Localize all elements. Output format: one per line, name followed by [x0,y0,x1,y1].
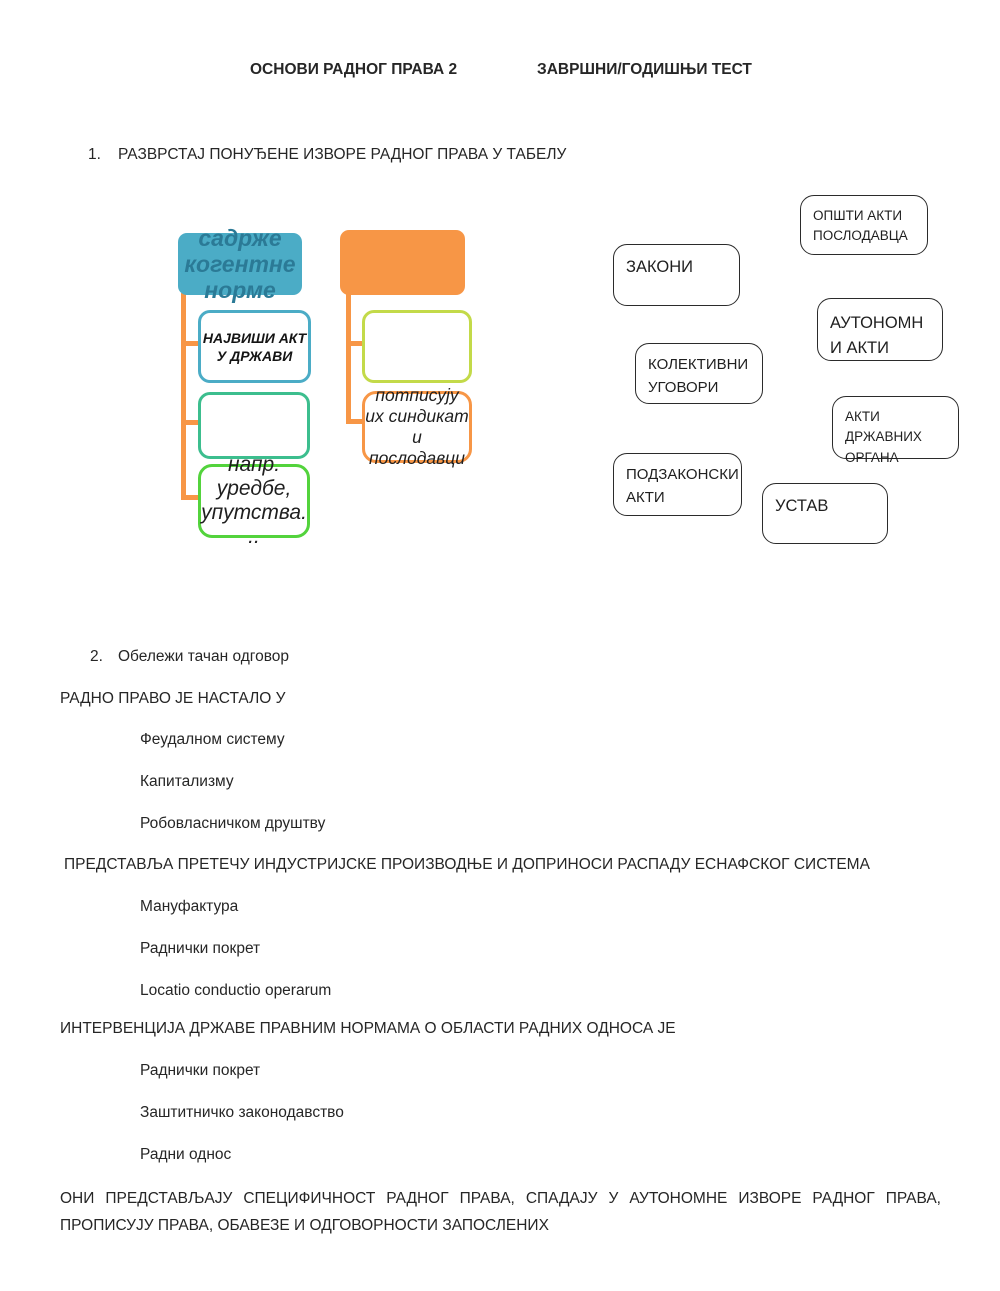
q2-item3-option-3[interactable]: Радни однос [140,1146,232,1163]
connector-right-stub-2 [346,419,364,424]
drag-label-podzakonski-akti[interactable]: ПОДЗАКОНСКИ АКТИ [613,453,742,516]
closing-statement-line2: ПРОПИСУЈУ ПРАВА, ОБАВЕЗЕ И ОДГОВОРНОСТИ … [60,1217,549,1234]
q2-item3-question: ИНТЕРВЕНЦИЈА ДРЖАВЕ ПРАВНИМ НОРМАМА О ОБ… [60,1020,676,1037]
signed-by-label: потписују их синдикат и послодавци [365,385,469,468]
q2-item3-option-2[interactable]: Заштитничко законодавство [140,1104,344,1121]
course-title: ОСНОВИ РАДНОГ ПРАВА 2 [250,61,458,78]
question2-prompt: Обележи тачан одговор [118,648,290,665]
diagram-highest-act-box[interactable]: НАЈВИШИ АКТ У ДРЖАВИ [198,310,311,383]
diagram-empty-drop-box-left[interactable] [198,392,310,459]
closing-statement-line1: ОНИ ПРЕДСТАВЉАЈУ СПЕЦИФИЧНОСТ РАДНОГ ПРА… [60,1190,941,1207]
drag-label-ustav[interactable]: УСТАВ [762,483,888,544]
q2-item2-option-1[interactable]: Мануфактура [140,898,239,915]
q2-item1-option-3[interactable]: Робовласничком друштву [140,815,326,832]
drag-label-opsti-akti-poslodavca[interactable]: ОПШТИ АКТИ ПОСЛОДАВЦА [800,195,928,255]
q2-item2-option-3[interactable]: Locatio conductio operarum [140,982,332,999]
question2-number: 2. [90,648,103,665]
diagram-signed-by-box[interactable]: потписују их синдикат и послодавци [362,385,472,468]
q2-item2-option-2[interactable]: Раднички покрет [140,940,261,957]
question1-prompt: РАЗВРСТАЈ ПОНУЂЕНЕ ИЗВОРЕ РАДНОГ ПРАВА У… [118,146,567,163]
q2-item3-option-1[interactable]: Раднички покрет [140,1062,261,1079]
q2-item1-question: РАДНО ПРАВО ЈЕ НАСТАЛО У [60,690,286,707]
diagram-root-cogent-norms-box[interactable]: садрже когентне норме [178,225,302,303]
drag-label-akti-drzavnih-organa[interactable]: АКТИ ДРЖАВНИХ ОРГАНА [832,396,959,465]
cogent-norms-label: садрже когентне норме [184,225,296,303]
diagram-empty-drop-box-right[interactable] [362,310,472,383]
connector-right-vertical [346,293,351,424]
highest-act-label: НАЈВИШИ АКТ У ДРЖАВИ [202,329,307,364]
drag-label-zakoni[interactable]: ЗАКОНИ [613,244,740,306]
connector-left-stub-3 [181,495,199,500]
drag-label-kolektivni-ugovori[interactable]: КОЛЕКТИВНИ УГОВОРИ [635,343,763,404]
diagram-root-orange-drop-box[interactable] [340,230,465,295]
q2-item2-question: ПРЕДСТАВЉА ПРЕТЕЧУ ИНДУСТРИЈСКЕ ПРОИЗВОД… [64,856,870,873]
q2-item1-option-1[interactable]: Феудалном систему [140,731,285,748]
connector-right-stub-1 [346,341,364,346]
example-label: напр. уредбе, упутства. .. [201,453,307,548]
connector-left-stub-1 [181,341,199,346]
diagram-example-box[interactable]: напр. уредбе, упутства. .. [198,453,310,548]
test-title: ЗАВРШНИ/ГОДИШЊИ ТЕСТ [537,61,752,78]
q2-item1-option-2[interactable]: Капитализму [140,773,234,790]
connector-left-vertical [181,293,186,500]
connector-left-stub-2 [181,420,199,425]
question1-number: 1. [88,146,101,163]
drag-label-autonomni-akti[interactable]: АУТОНОМНИ АКТИ [817,298,943,361]
